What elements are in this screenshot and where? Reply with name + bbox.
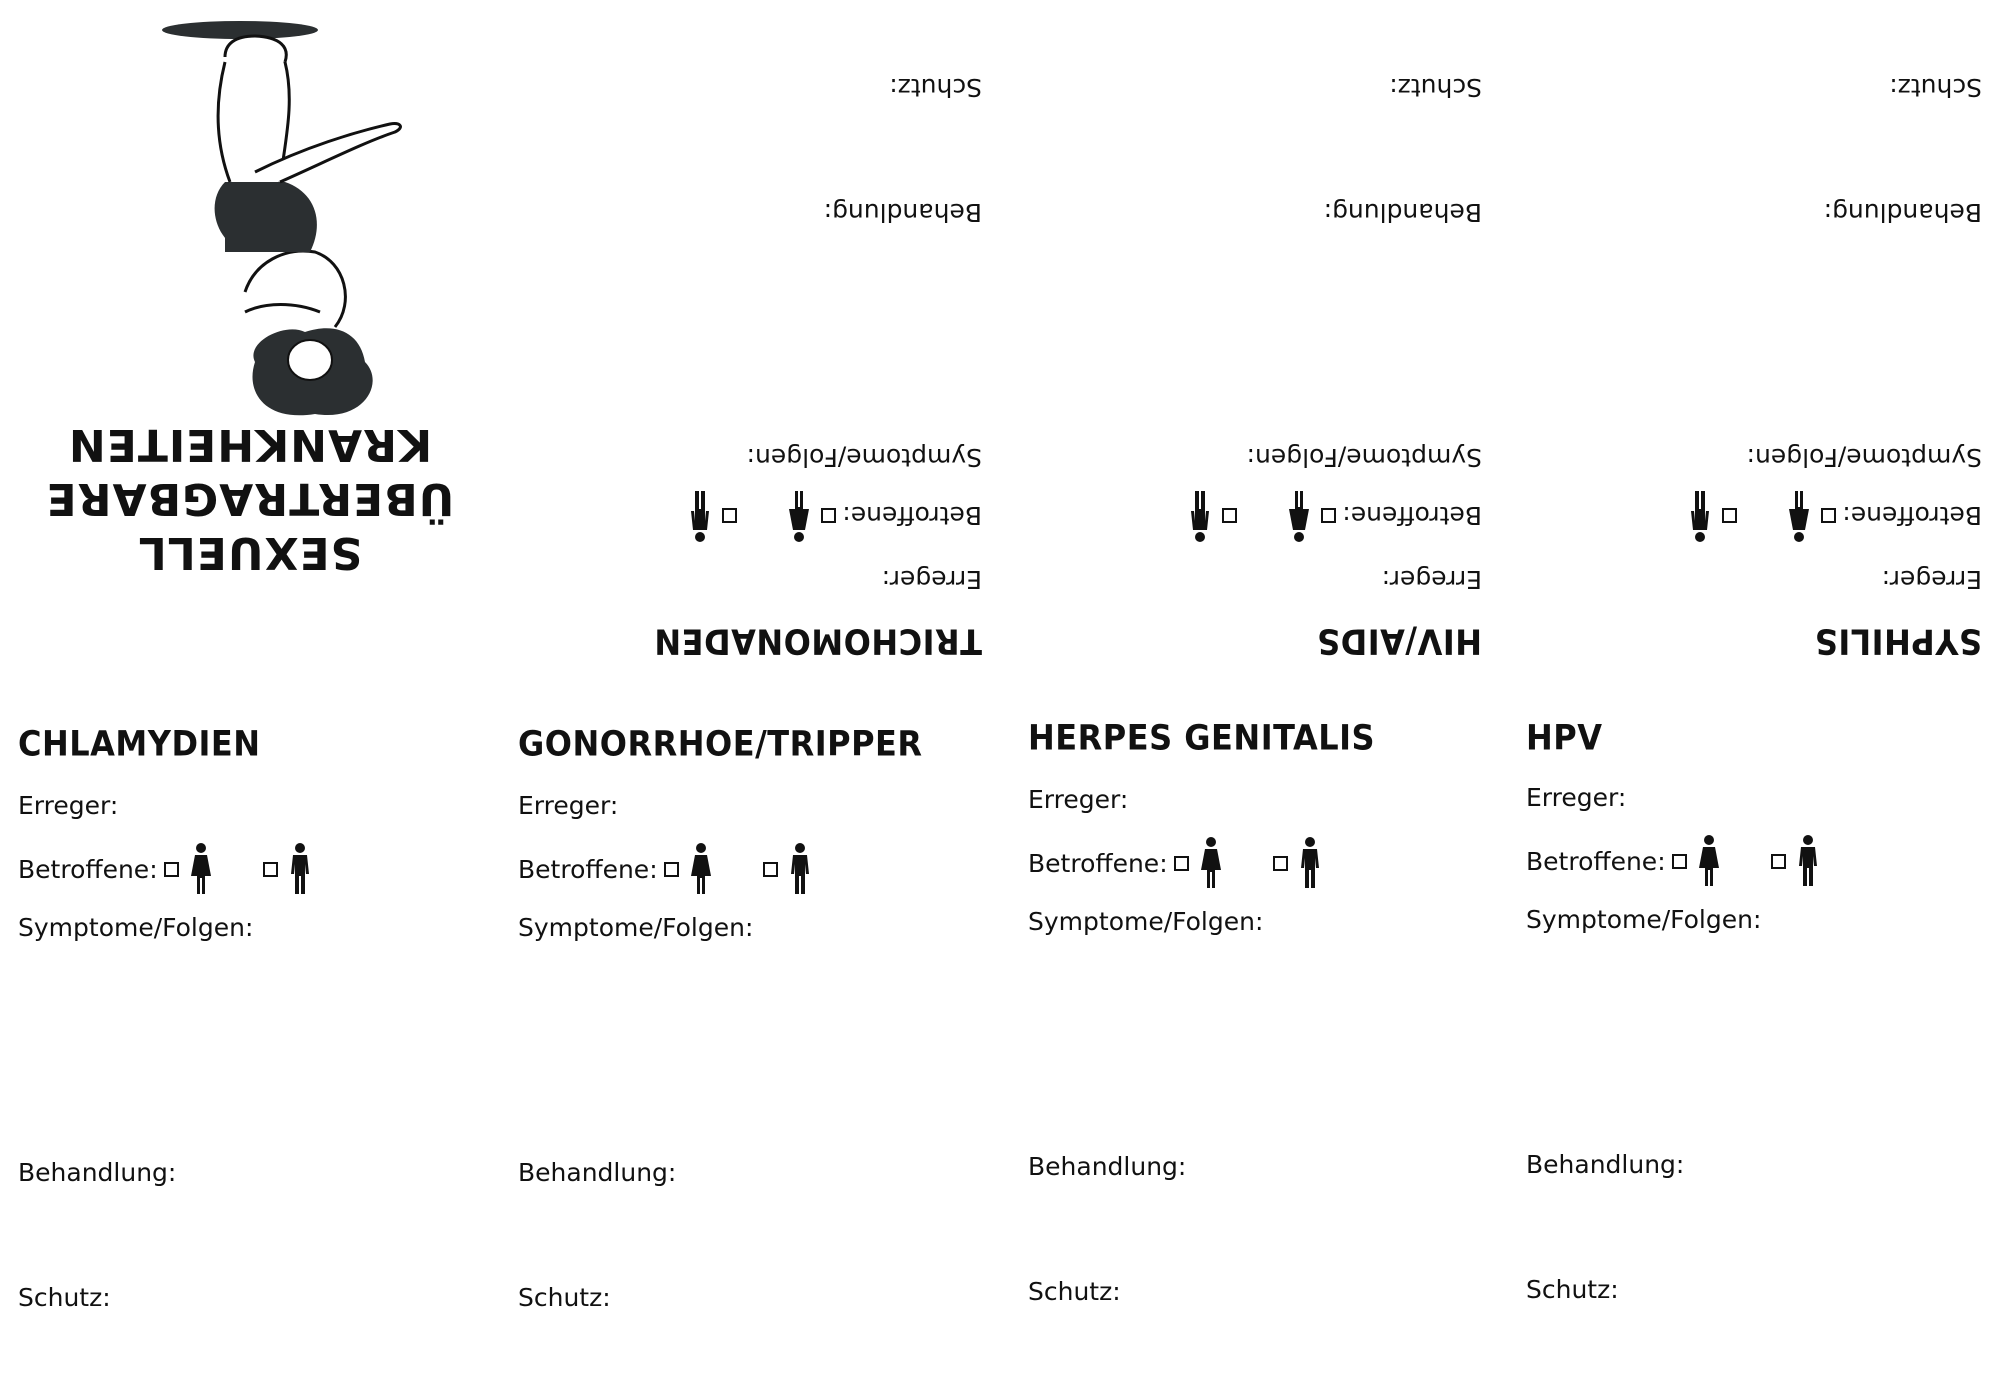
female-person-icon bbox=[1289, 491, 1310, 542]
betroffene-row: Betroffene: bbox=[1028, 835, 1324, 891]
male-checkbox[interactable] bbox=[1222, 508, 1238, 524]
panel-title: GONORRHOE/TRIPPER bbox=[518, 723, 923, 765]
male-person-icon bbox=[290, 843, 309, 894]
betroffene-label: Betroffene: bbox=[1842, 501, 1982, 531]
schutz-label: Schutz: bbox=[1389, 73, 1482, 102]
erreger-label: Erreger: bbox=[1526, 783, 1627, 812]
behandlung-label: Behandlung: bbox=[518, 1158, 677, 1187]
female-checkbox[interactable] bbox=[1671, 853, 1687, 869]
male-checkbox[interactable] bbox=[1272, 855, 1288, 871]
female-person-icon bbox=[1698, 835, 1719, 886]
behandlung-label: Behandlung: bbox=[1823, 198, 1982, 227]
female-person-icon bbox=[690, 843, 711, 894]
symptome-label: Symptome/Folgen: bbox=[1746, 443, 1982, 472]
female-checkbox[interactable] bbox=[663, 861, 679, 877]
behandlung-label: Behandlung: bbox=[18, 1158, 177, 1187]
behandlung-label: Behandlung: bbox=[1323, 198, 1482, 227]
panel-hpv: HPV Erreger: Betroffene: Symptome/Folgen… bbox=[1508, 693, 2000, 1385]
symptome-label: Symptome/Folgen: bbox=[518, 913, 754, 942]
symptome-label: Symptome/Folgen: bbox=[746, 443, 982, 472]
betroffene-label: Betroffene: bbox=[1028, 848, 1168, 878]
bottom-row: CHLAMYDIEN Erreger: Betroffene: Symptome… bbox=[0, 693, 2000, 1385]
male-checkbox[interactable] bbox=[1722, 508, 1738, 524]
betroffene-row: Betroffene: bbox=[18, 841, 314, 897]
top-row-rotated: SEXUELL ÜBERTRAGBARE KRANKHEITEN bbox=[0, 0, 2000, 692]
erreger-label: Erreger: bbox=[518, 791, 619, 820]
female-person-icon bbox=[789, 491, 810, 542]
panel-title: HERPES GENITALIS bbox=[1028, 717, 1376, 759]
female-checkbox[interactable] bbox=[821, 508, 837, 524]
male-person-icon bbox=[790, 843, 809, 894]
erreger-label: Erreger: bbox=[1381, 565, 1482, 594]
betroffene-row: Betroffene: bbox=[686, 488, 982, 544]
schutz-label: Schutz: bbox=[1889, 73, 1982, 102]
betroffene-row: Betroffene: bbox=[518, 841, 814, 897]
male-checkbox[interactable] bbox=[762, 861, 778, 877]
erreger-label: Erreger: bbox=[18, 791, 119, 820]
betroffene-label: Betroffene: bbox=[1526, 846, 1666, 876]
symptome-label: Symptome/Folgen: bbox=[18, 913, 254, 942]
schutz-label: Schutz: bbox=[1028, 1277, 1121, 1306]
female-person-icon bbox=[1200, 837, 1221, 888]
woman-sitting-illustration bbox=[162, 21, 402, 416]
schutz-label: Schutz: bbox=[1526, 1275, 1619, 1304]
panel-title: CHLAMYDIEN bbox=[18, 723, 261, 765]
male-person-icon bbox=[1191, 491, 1210, 542]
male-checkbox[interactable] bbox=[1770, 853, 1786, 869]
panel-title: HIV/AIDS bbox=[1316, 620, 1482, 662]
betroffene-row: Betroffene: bbox=[1526, 833, 1822, 889]
cover-title-line2: ÜBERTRAGBARE bbox=[45, 473, 455, 524]
panel-herpes-genitalis: HERPES GENITALIS Erreger: Betroffene: Sy… bbox=[1010, 693, 1510, 1385]
symptome-label: Symptome/Folgen: bbox=[1526, 905, 1762, 934]
symptome-label: Symptome/Folgen: bbox=[1246, 443, 1482, 472]
male-checkbox[interactable] bbox=[722, 508, 738, 524]
female-person-icon bbox=[1789, 491, 1810, 542]
schutz-label: Schutz: bbox=[889, 73, 982, 102]
schutz-label: Schutz: bbox=[518, 1283, 611, 1312]
erreger-label: Erreger: bbox=[881, 565, 982, 594]
betroffene-row: Betroffene: bbox=[1186, 488, 1482, 544]
panel-title: TRICHOMONADEN bbox=[653, 620, 982, 662]
panel-trichomonaden: TRICHOMONADEN Erreger: Betroffene: Sympt… bbox=[500, 0, 1000, 692]
behandlung-label: Behandlung: bbox=[823, 198, 982, 227]
behandlung-label: Behandlung: bbox=[1526, 1150, 1685, 1179]
female-checkbox[interactable] bbox=[1821, 508, 1837, 524]
cover-panel: SEXUELL ÜBERTRAGBARE KRANKHEITEN bbox=[0, 0, 500, 692]
female-checkbox[interactable] bbox=[1321, 508, 1337, 524]
cover-title-line1: SEXUELL bbox=[137, 527, 363, 578]
panel-title: HPV bbox=[1526, 717, 1603, 759]
female-person-icon bbox=[190, 843, 211, 894]
panel-title: SYPHILIS bbox=[1814, 620, 1982, 662]
panel-hiv-aids: HIV/AIDS Erreger: Betroffene: Symptome/F… bbox=[1000, 0, 1500, 692]
erreger-label: Erreger: bbox=[1881, 565, 1982, 594]
symptome-label: Symptome/Folgen: bbox=[1028, 907, 1264, 936]
betroffene-label: Betroffene: bbox=[18, 854, 158, 884]
male-person-icon bbox=[1798, 835, 1817, 886]
female-checkbox[interactable] bbox=[1173, 855, 1189, 871]
betroffene-label: Betroffene: bbox=[518, 854, 658, 884]
panel-syphilis: SYPHILIS Erreger: Betroffene: Symptome/F… bbox=[1500, 0, 2000, 692]
male-person-icon bbox=[1691, 491, 1710, 542]
betroffene-label: Betroffene: bbox=[842, 501, 982, 531]
schutz-label: Schutz: bbox=[18, 1283, 111, 1312]
panel-chlamydien: CHLAMYDIEN Erreger: Betroffene: Symptome… bbox=[0, 693, 500, 1385]
male-person-icon bbox=[691, 491, 710, 542]
behandlung-label: Behandlung: bbox=[1028, 1152, 1187, 1181]
panel-gonorrhoe-tripper: GONORRHOE/TRIPPER Erreger: Betroffene: S… bbox=[500, 693, 1000, 1385]
male-checkbox[interactable] bbox=[262, 861, 278, 877]
female-checkbox[interactable] bbox=[163, 861, 179, 877]
betroffene-row: Betroffene: bbox=[1686, 488, 1982, 544]
erreger-label: Erreger: bbox=[1028, 785, 1129, 814]
male-person-icon bbox=[1300, 837, 1319, 888]
cover-title-line3: KRANKHEITEN bbox=[67, 419, 433, 470]
betroffene-label: Betroffene: bbox=[1342, 501, 1482, 531]
